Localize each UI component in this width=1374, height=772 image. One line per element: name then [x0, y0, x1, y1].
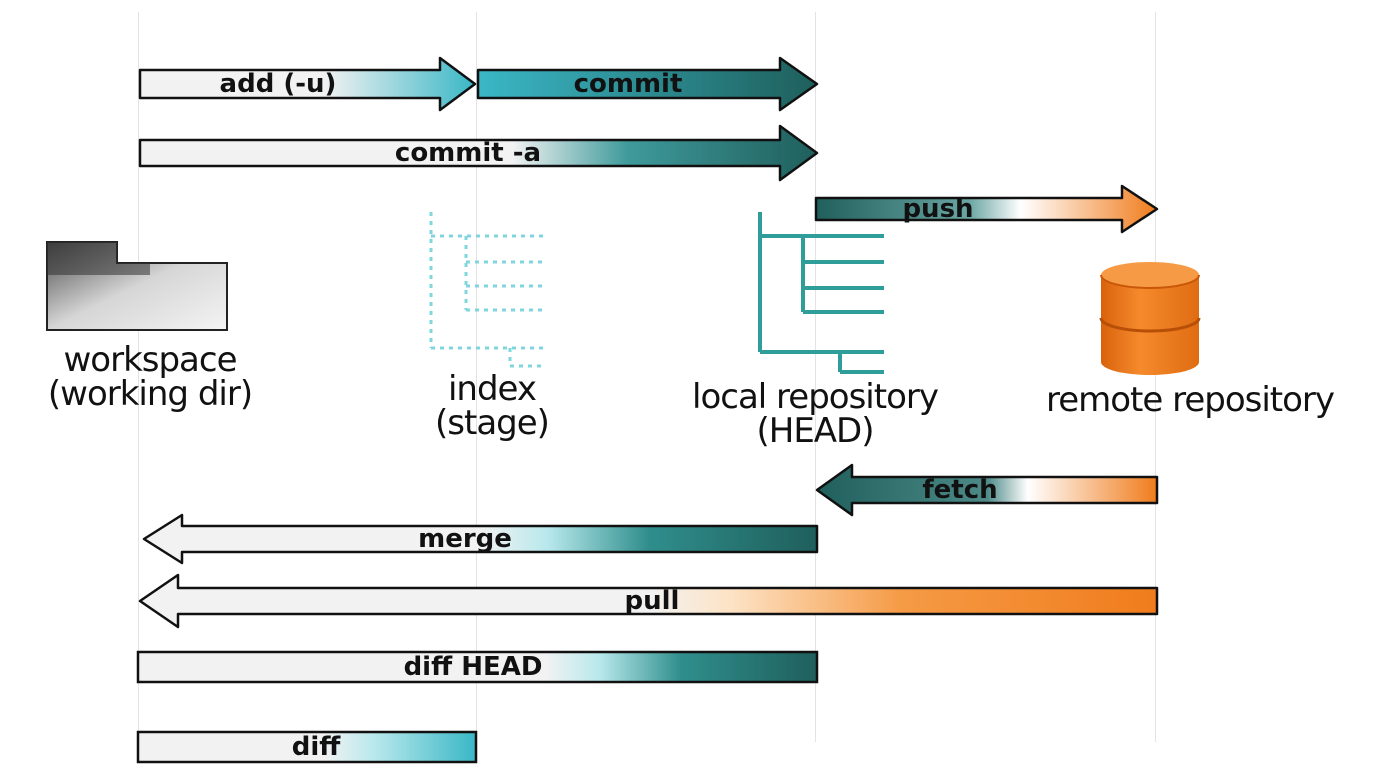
local-repository-label-line1: local repository	[692, 377, 939, 417]
remote-repository-label-line1: remote repository	[1045, 380, 1335, 420]
lane-line-workspace	[138, 12, 139, 742]
commit-arrow	[476, 56, 819, 112]
workspace-label-line2: (working dir)	[47, 374, 253, 414]
merge-label: merge	[418, 524, 512, 554]
fetch-arrow	[815, 463, 1159, 517]
add-label: add (-u)	[219, 69, 337, 99]
lane-line-remote	[1155, 12, 1156, 742]
diff-head-label: diff HEAD	[403, 652, 543, 682]
pull-label: pull	[624, 586, 680, 616]
fetch-label: fetch	[922, 475, 998, 505]
local-repository-label: local repository (HEAD)	[665, 380, 965, 448]
local-repository-label-line2: (HEAD)	[756, 411, 874, 451]
diff-head-bar	[136, 650, 819, 684]
push-label: push	[902, 194, 974, 224]
workspace-label: workspace (working dir)	[0, 343, 300, 411]
index-tree-icon	[429, 212, 545, 368]
diff-bar	[136, 730, 478, 764]
folder-icon	[46, 241, 228, 331]
commit-a-arrow	[138, 124, 819, 182]
lane-line-index	[476, 12, 477, 742]
lane-line-local	[815, 12, 816, 742]
index-label-line2: (stage)	[435, 403, 550, 443]
index-label: index (stage)	[392, 372, 592, 440]
database-icon	[1099, 262, 1201, 375]
remote-repository-label: remote repository	[1010, 383, 1370, 417]
merge-arrow	[142, 513, 819, 565]
commit-a-label: commit -a	[394, 138, 542, 168]
pull-arrow	[138, 573, 1159, 629]
workspace-label-line1: workspace	[63, 340, 237, 380]
index-label-line1: index	[447, 369, 537, 409]
add-arrow	[138, 56, 477, 112]
repository-tree-icon	[758, 212, 884, 374]
push-arrow	[814, 184, 1159, 234]
commit-label: commit	[573, 69, 683, 99]
diff-label: diff	[291, 732, 341, 762]
